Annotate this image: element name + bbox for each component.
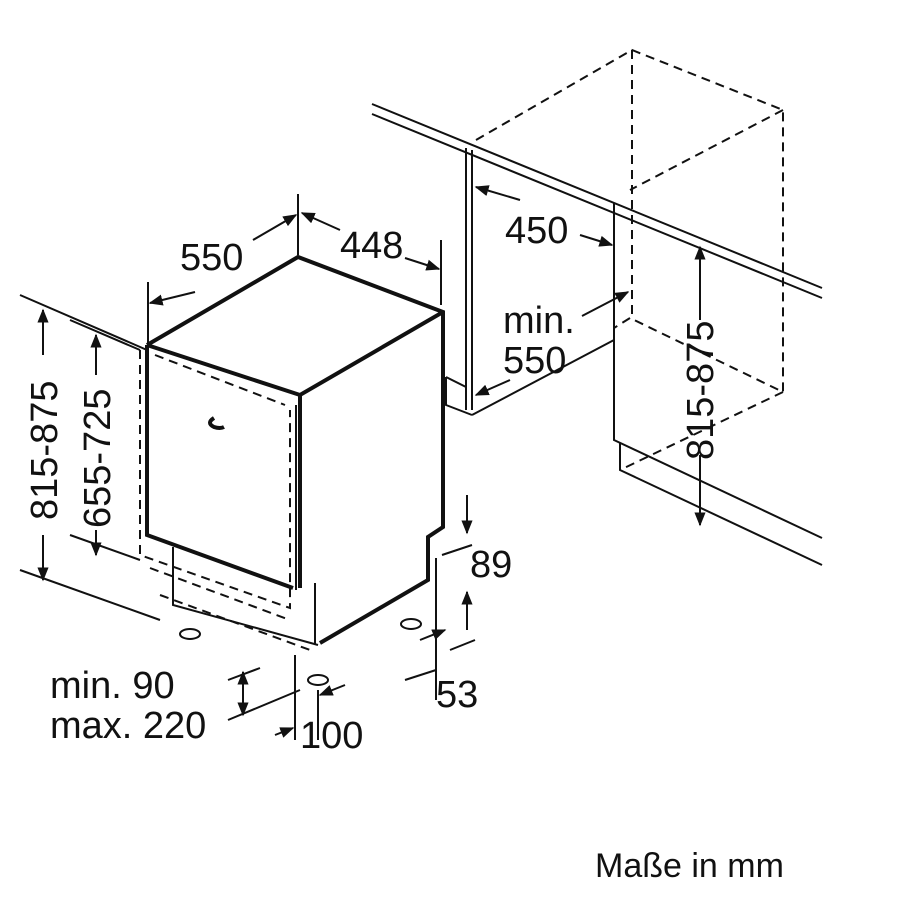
- dimension-lines: [19, 185, 706, 740]
- niche-depth-min-label: min.: [503, 300, 575, 342]
- foot-icon: [179, 628, 201, 640]
- dashed-cabinet-outline: [475, 48, 784, 471]
- niche-depth-label: 550: [503, 340, 566, 382]
- foot-offset-label: 100: [300, 715, 363, 757]
- left-cabinet-side: [445, 148, 615, 416]
- niche-height-label: 815-875: [680, 321, 722, 460]
- foot-icon: [400, 618, 422, 630]
- kitchen-niche: [371, 48, 823, 566]
- plinth-min-label: min. 90: [50, 665, 175, 707]
- depth-label: 550: [180, 237, 243, 279]
- niche-width-label: 450: [505, 210, 568, 252]
- plinth-height-label: 89: [470, 544, 512, 586]
- height-label: 815-875: [24, 381, 66, 520]
- width-label: 448: [340, 225, 403, 267]
- plinth-depth-label: 53: [436, 674, 478, 716]
- door-height-label: 655-725: [77, 389, 119, 528]
- dishwasher: [139, 254, 445, 686]
- countertop: [371, 103, 823, 299]
- units-note: Maße in mm: [595, 847, 784, 885]
- door-handle-icon: [208, 416, 225, 430]
- foot-icon: [307, 674, 329, 686]
- plinth-max-label: max. 220: [50, 705, 206, 747]
